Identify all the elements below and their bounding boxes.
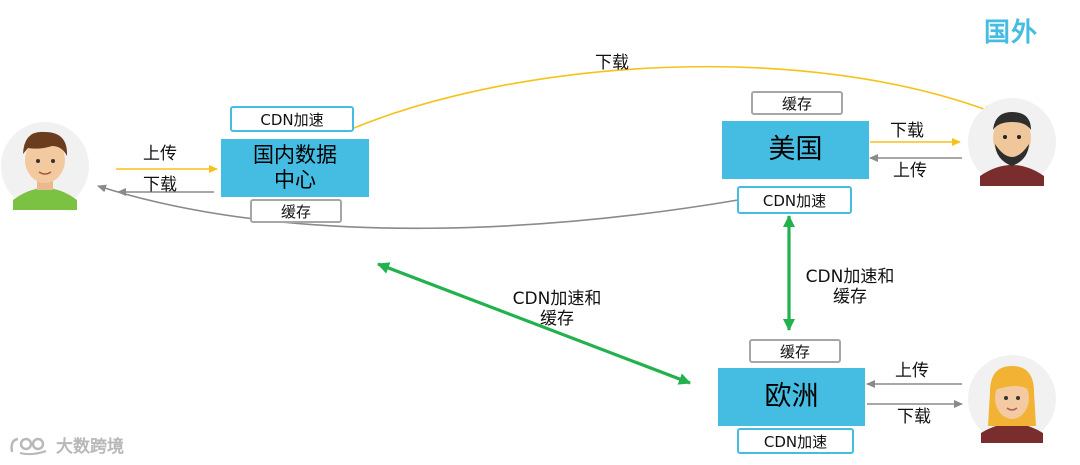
usa-cdn-tag: CDN加速 (737, 186, 852, 214)
user-us-avatar (968, 98, 1056, 186)
label-us-download: 下载 (890, 121, 924, 141)
europe-cdn-tag: CDN加速 (737, 428, 854, 454)
page-title: 国外 (984, 18, 1039, 48)
label-eu-upload: 上传 (895, 361, 929, 381)
domestic-label-line2: 中心 (274, 168, 316, 192)
label-us-upload: 上传 (893, 161, 927, 181)
label-eu-download: 下载 (897, 407, 931, 427)
watermark: 大数跨境 (8, 432, 124, 457)
usa-cache-tag: 缓存 (751, 91, 843, 115)
user-left-avatar (1, 122, 89, 210)
label-domestic-europe-line2: 缓存 (540, 308, 574, 329)
domestic-datacenter-box: 国内数据 中心 (221, 139, 369, 197)
europe-cache-tag: 缓存 (749, 339, 841, 363)
europe-datacenter-box: 欧洲 (718, 368, 865, 426)
arrow-top-download (353, 65, 993, 129)
link-domestic-europe (377, 262, 691, 385)
usa-datacenter-box: 美国 (722, 121, 869, 179)
label-usa-europe-link: CDN加速和 缓存 (797, 267, 903, 307)
label-domestic-europe-line1: CDN加速和 (512, 289, 602, 309)
domestic-cdn-tag: CDN加速 (230, 106, 354, 132)
watermark-text: 大数跨境 (56, 437, 124, 457)
label-top-download: 下载 (595, 53, 629, 73)
label-domestic-europe-link: CDN加速和 缓存 (505, 289, 609, 329)
user-eu-avatar (968, 355, 1056, 443)
watermark-logo-icon (10, 437, 47, 455)
label-usa-europe-line2: 缓存 (833, 286, 867, 307)
label-usa-europe-line1: CDN加速和 (805, 267, 895, 287)
domestic-label-line1: 国内数据 (253, 142, 337, 167)
label-left-download: 下载 (143, 175, 177, 195)
domestic-cache-tag: 缓存 (250, 199, 342, 223)
arrow-us-to-left-user (97, 184, 739, 230)
label-left-upload: 上传 (143, 144, 177, 164)
